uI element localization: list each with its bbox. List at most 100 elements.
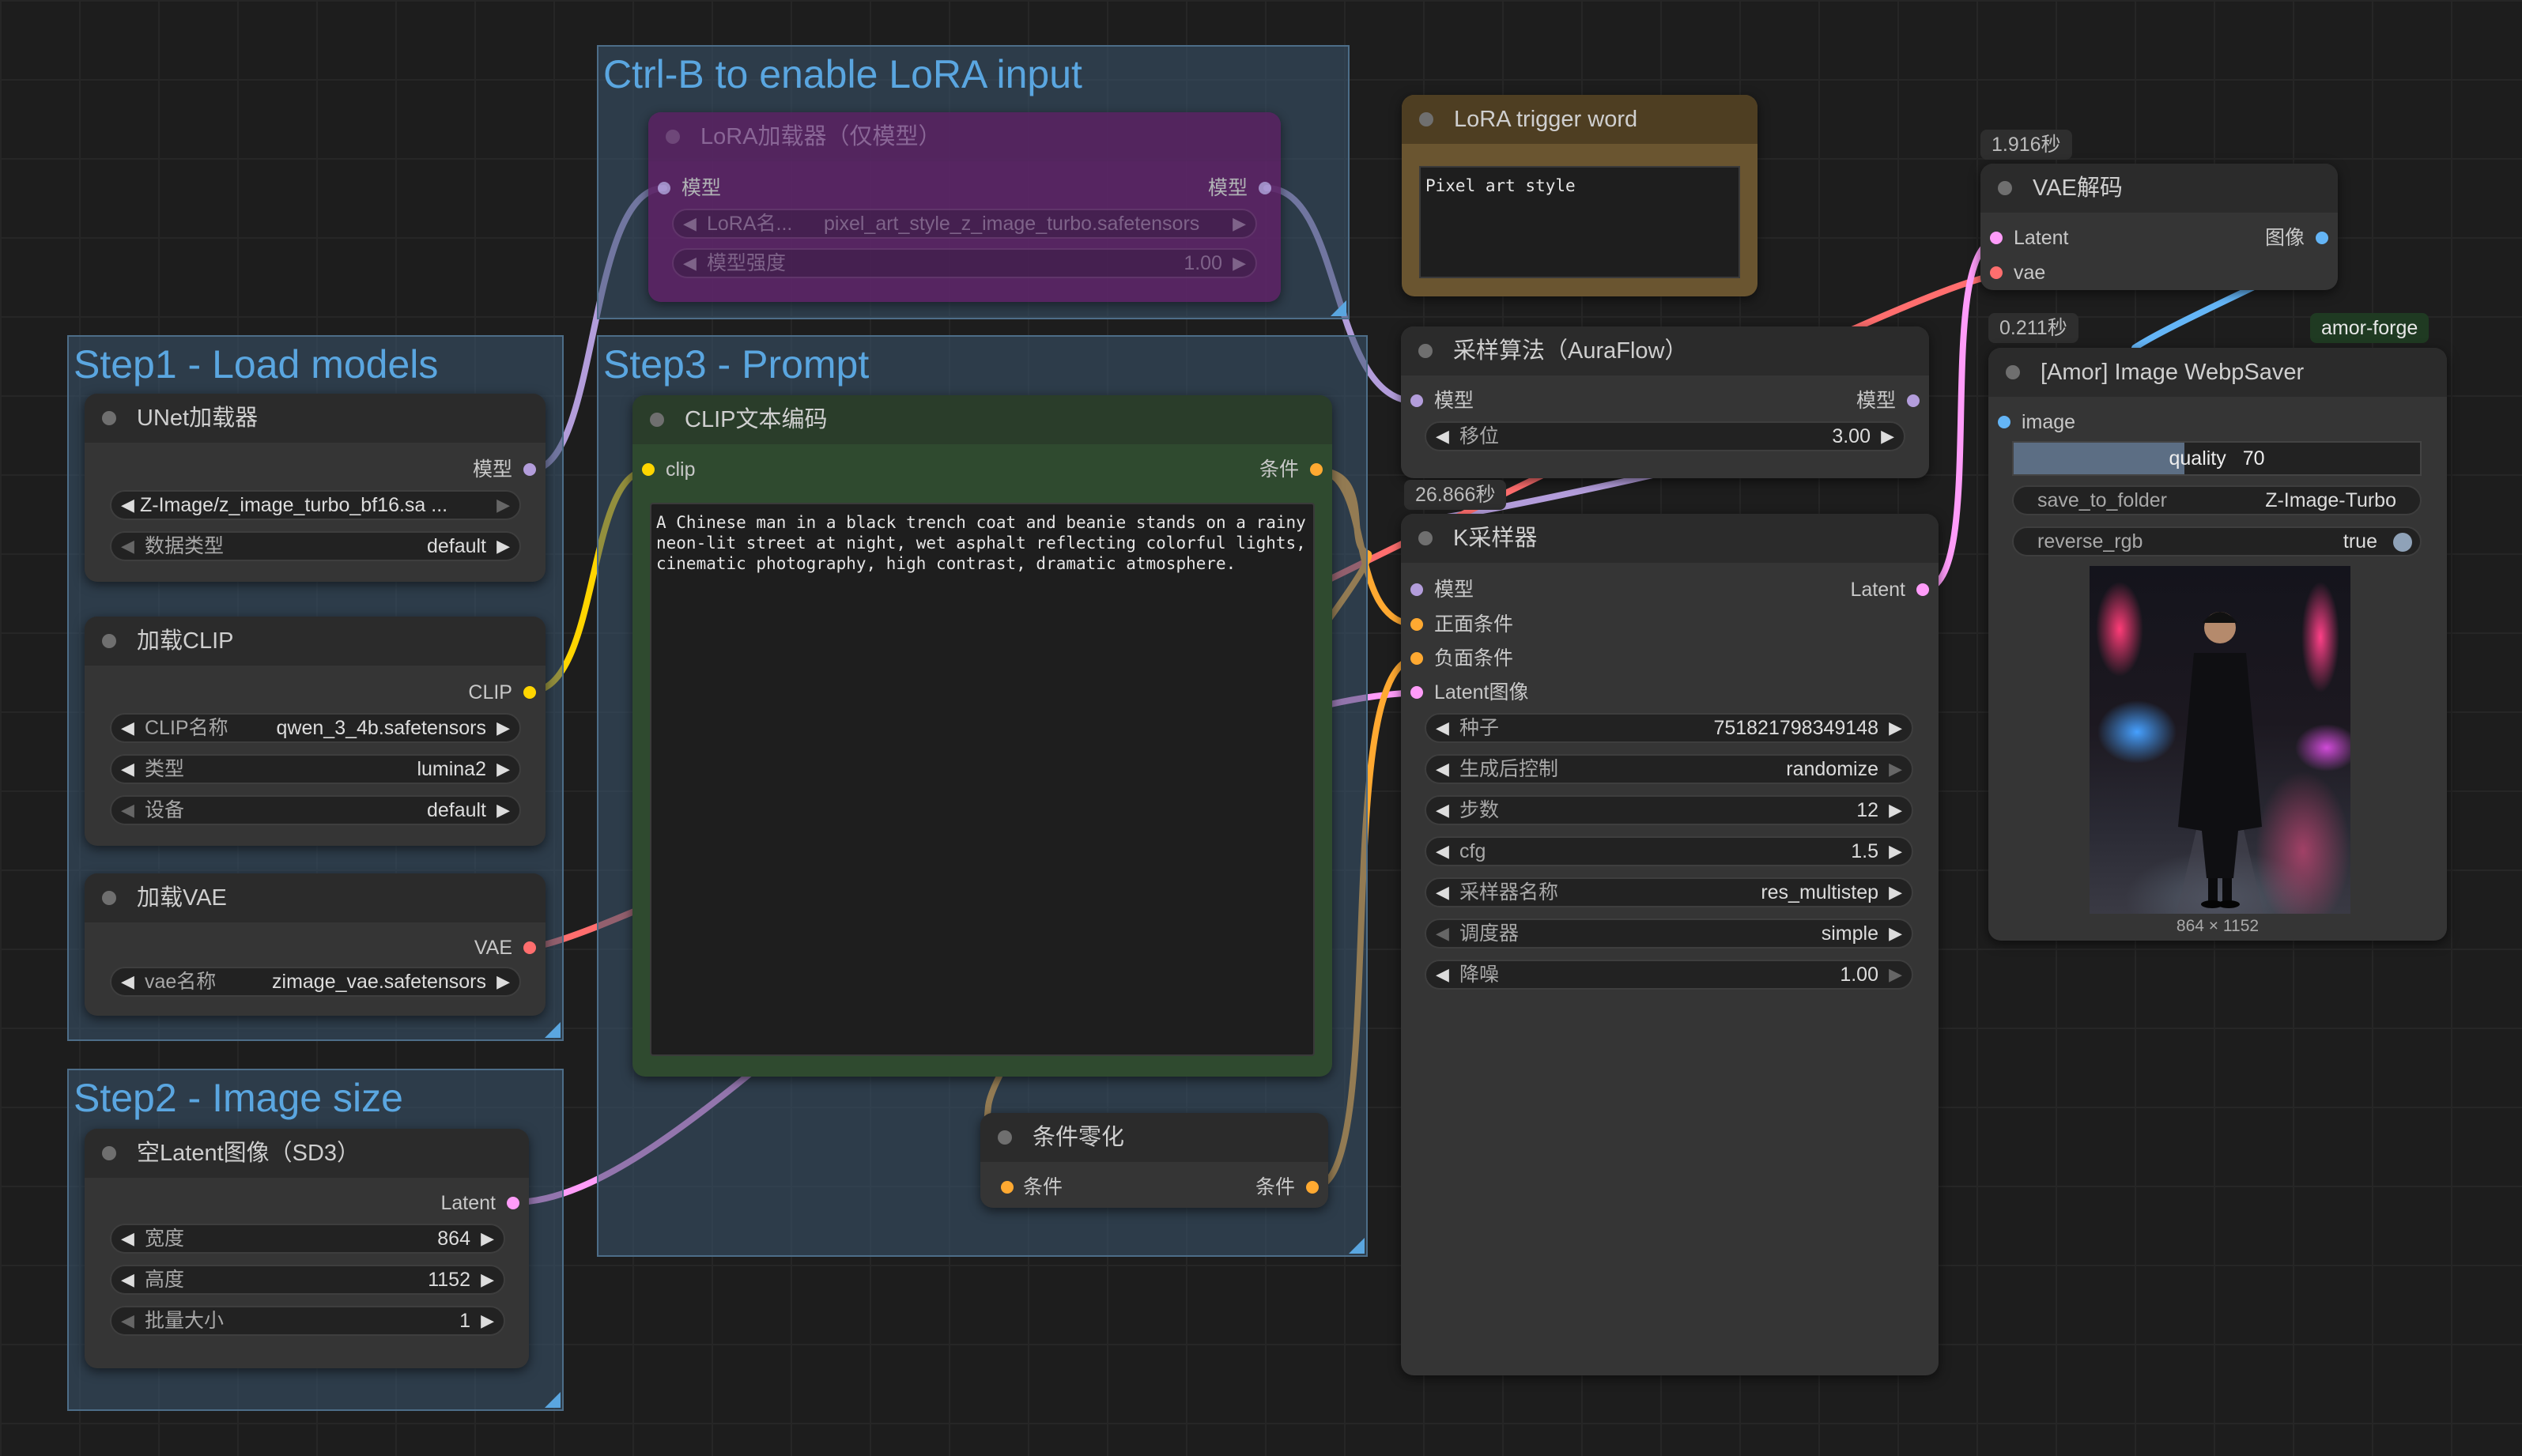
increment-icon[interactable]: ▶ — [1889, 923, 1902, 943]
decrement-icon[interactable]: ◀ — [121, 495, 134, 515]
unet-name-combo[interactable]: ◀ Z-Image/z_image_turbo_bf16.sa ... ▶ — [110, 490, 521, 520]
decrement-icon[interactable]: ◀ — [1436, 718, 1449, 737]
node-ksampler[interactable]: K采样器 模型 Latent 正面条件 负面条件 Latent图像 ◀ 种子 7… — [1401, 514, 1939, 1375]
increment-icon[interactable]: ▶ — [1889, 882, 1902, 902]
increment-icon[interactable]: ▶ — [1889, 718, 1902, 737]
decrement-icon[interactable]: ◀ — [121, 536, 134, 556]
height-number[interactable]: ◀ 高度 1152 ▶ — [110, 1265, 505, 1295]
node-collapse-toggle[interactable] — [102, 634, 116, 648]
dtype-combo[interactable]: ◀ 数据类型 default ▶ — [110, 531, 521, 561]
node-lora-loader[interactable]: LoRA加载器（仅模型） 模型 模型 ◀ LoRA名... pixel_art_… — [648, 112, 1281, 302]
strength-number[interactable]: ◀ 模型强度 1.00 ▶ — [672, 248, 1257, 278]
input-image-port[interactable] — [1998, 416, 2010, 428]
output-cond-port[interactable] — [1306, 1181, 1319, 1194]
node-collapse-toggle[interactable] — [1418, 531, 1433, 545]
node-vae-decode[interactable]: VAE解码 Latent 图像 vae — [1980, 164, 2338, 290]
increment-icon[interactable]: ▶ — [1889, 964, 1902, 984]
node-vae-loader[interactable]: 加载VAE VAE ◀ vae名称 zimage_vae.safetensors… — [85, 873, 546, 1016]
input-clip-port[interactable] — [642, 463, 655, 476]
reverse-rgb-toggle[interactable]: reverse_rgb true — [2012, 526, 2422, 556]
node-clip-loader[interactable]: 加载CLIP CLIP ◀ CLIP名称 qwen_3_4b.safetenso… — [85, 617, 546, 846]
node-collapse-toggle[interactable] — [1998, 181, 2012, 195]
node-collapse-toggle[interactable] — [1419, 112, 1433, 126]
increment-icon[interactable]: ▶ — [481, 1228, 494, 1248]
decrement-icon[interactable]: ◀ — [683, 213, 697, 233]
increment-icon[interactable]: ▶ — [496, 971, 510, 991]
decrement-icon[interactable]: ◀ — [1436, 841, 1449, 861]
lora-name-combo[interactable]: ◀ LoRA名... pixel_art_style_z_image_turbo… — [672, 209, 1257, 239]
node-collapse-toggle[interactable] — [102, 1146, 116, 1160]
increment-icon[interactable]: ▶ — [1889, 800, 1902, 820]
denoise-number[interactable]: ◀ 降噪 1.00 ▶ — [1425, 960, 1913, 990]
node-collapse-toggle[interactable] — [102, 891, 116, 905]
decrement-icon[interactable]: ◀ — [1436, 923, 1449, 943]
increment-icon[interactable]: ▶ — [496, 718, 510, 737]
input-latent-port[interactable] — [1990, 232, 2003, 244]
decrement-icon[interactable]: ◀ — [1436, 964, 1449, 984]
clip-device-combo[interactable]: ◀ 设备 default ▶ — [110, 795, 521, 825]
decrement-icon[interactable]: ◀ — [121, 1311, 134, 1330]
trigger-textarea[interactable]: Pixel art style — [1419, 166, 1740, 278]
output-model-port[interactable] — [1907, 394, 1920, 407]
resize-handle[interactable] — [545, 1022, 561, 1038]
node-collapse-toggle[interactable] — [998, 1130, 1012, 1145]
decrement-icon[interactable]: ◀ — [121, 800, 134, 820]
decrement-icon[interactable]: ◀ — [121, 971, 134, 991]
input-cond-port[interactable] — [1001, 1181, 1014, 1194]
increment-icon[interactable]: ▶ — [496, 800, 510, 820]
batch-size-number[interactable]: ◀ 批量大小 1 ▶ — [110, 1306, 505, 1336]
resize-handle[interactable] — [545, 1392, 561, 1408]
width-number[interactable]: ◀ 宽度 864 ▶ — [110, 1224, 505, 1254]
decrement-icon[interactable]: ◀ — [1436, 759, 1449, 779]
node-conditioning-zero[interactable]: 条件零化 条件 条件 — [980, 1113, 1328, 1208]
increment-icon[interactable]: ▶ — [496, 759, 510, 779]
node-unet-loader[interactable]: UNet加载器 模型 ◀ Z-Image/z_image_turbo_bf16.… — [85, 394, 546, 582]
node-webp-saver[interactable]: [Amor] Image WebpSaver image quality 70 … — [1988, 348, 2447, 941]
output-clip-port[interactable] — [523, 686, 536, 699]
shift-number[interactable]: ◀ 移位 3.00 ▶ — [1425, 421, 1905, 451]
input-model-port[interactable] — [1410, 394, 1423, 407]
decrement-icon[interactable]: ◀ — [1436, 800, 1449, 820]
output-latent-port[interactable] — [507, 1197, 519, 1209]
output-latent-port[interactable] — [1916, 583, 1929, 596]
input-latent-port[interactable] — [1410, 686, 1423, 699]
control-after-generate-combo[interactable]: ◀ 生成后控制 randomize ▶ — [1425, 754, 1913, 784]
increment-icon[interactable]: ▶ — [1889, 759, 1902, 779]
clip-name-combo[interactable]: ◀ CLIP名称 qwen_3_4b.safetensors ▶ — [110, 713, 521, 743]
input-positive-port[interactable] — [1410, 618, 1423, 631]
steps-number[interactable]: ◀ 步数 12 ▶ — [1425, 795, 1913, 825]
output-model-port[interactable] — [523, 463, 536, 476]
prompt-textarea[interactable]: A Chinese man in a black trench coat and… — [650, 503, 1315, 1056]
decrement-icon[interactable]: ◀ — [121, 1269, 134, 1289]
increment-icon[interactable]: ▶ — [1233, 253, 1246, 273]
node-sampling-auraflow[interactable]: 采样算法（AuraFlow） 模型 模型 ◀ 移位 3.00 ▶ — [1401, 326, 1929, 478]
seed-number[interactable]: ◀ 种子 751821798349148 ▶ — [1425, 713, 1913, 743]
decrement-icon[interactable]: ◀ — [121, 759, 134, 779]
increment-icon[interactable]: ▶ — [496, 536, 510, 556]
vae-name-combo[interactable]: ◀ vae名称 zimage_vae.safetensors ▶ — [110, 967, 521, 997]
resize-handle[interactable] — [1331, 300, 1346, 316]
increment-icon[interactable]: ▶ — [1233, 213, 1246, 233]
node-collapse-toggle[interactable] — [2006, 365, 2020, 379]
input-model-port[interactable] — [1410, 583, 1423, 596]
decrement-icon[interactable]: ◀ — [121, 1228, 134, 1248]
save-to-folder-field[interactable]: save_to_folder Z-Image-Turbo — [2012, 485, 2422, 515]
image-preview[interactable] — [2090, 566, 2350, 914]
input-vae-port[interactable] — [1990, 266, 2003, 279]
decrement-icon[interactable]: ◀ — [121, 718, 134, 737]
clip-type-combo[interactable]: ◀ 类型 lumina2 ▶ — [110, 754, 521, 784]
input-model-port[interactable] — [658, 182, 670, 194]
node-collapse-toggle[interactable] — [650, 413, 664, 427]
node-lora-trigger-word[interactable]: LoRA trigger word Pixel art style — [1402, 95, 1757, 296]
decrement-icon[interactable]: ◀ — [683, 253, 697, 273]
increment-icon[interactable]: ▶ — [1881, 426, 1894, 446]
decrement-icon[interactable]: ◀ — [1436, 882, 1449, 902]
cfg-number[interactable]: ◀ cfg 1.5 ▶ — [1425, 836, 1913, 866]
output-image-port[interactable] — [2316, 232, 2328, 244]
increment-icon[interactable]: ▶ — [496, 495, 510, 515]
resize-handle[interactable] — [1349, 1238, 1365, 1254]
quality-slider[interactable]: quality 70 — [2012, 441, 2422, 476]
node-collapse-toggle[interactable] — [102, 411, 116, 425]
sampler-name-combo[interactable]: ◀ 采样器名称 res_multistep ▶ — [1425, 877, 1913, 907]
scheduler-combo[interactable]: ◀ 调度器 simple ▶ — [1425, 918, 1913, 949]
